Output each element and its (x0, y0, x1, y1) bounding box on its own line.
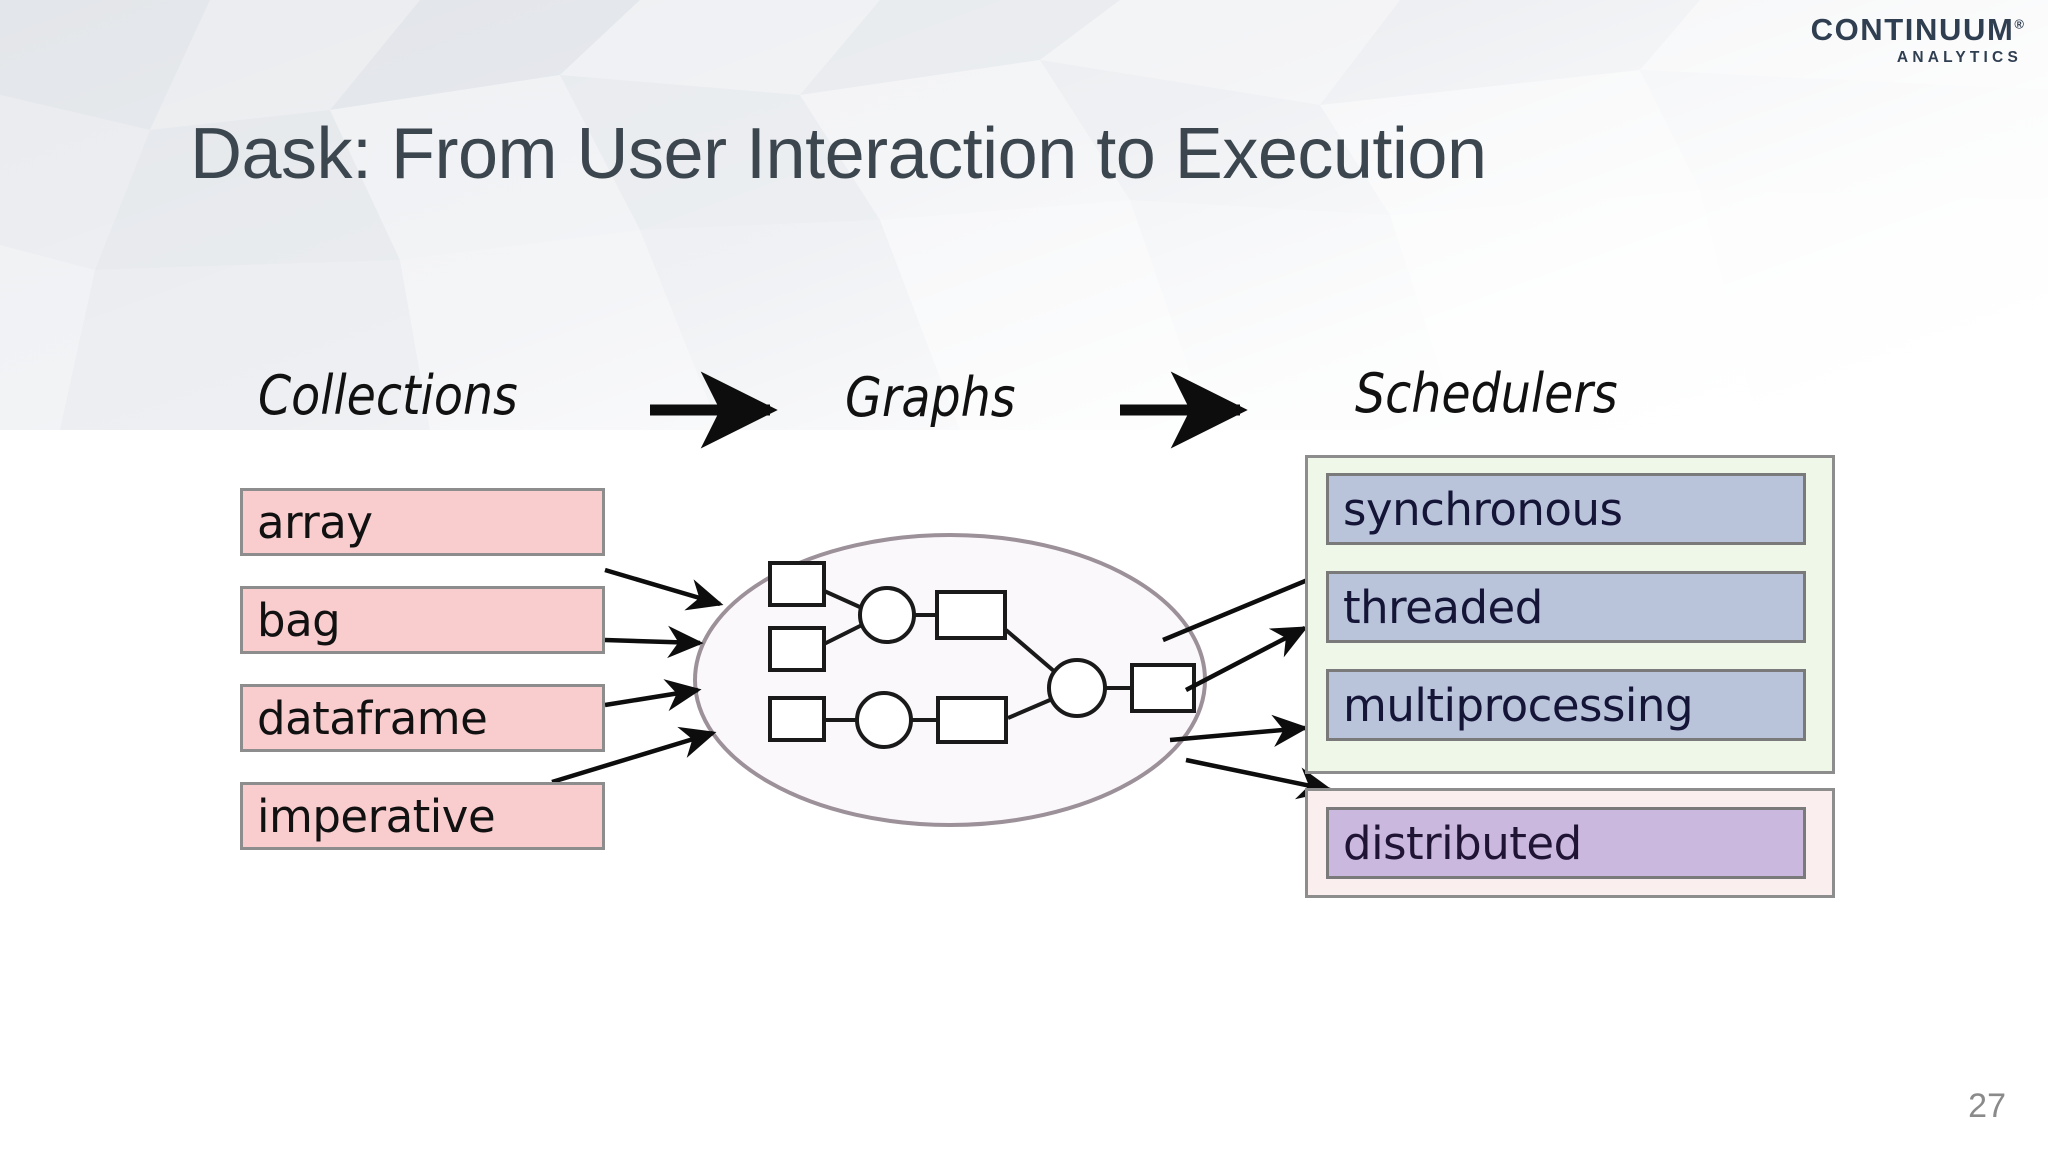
collection-label: dataframe (257, 691, 488, 745)
graph-node-square-out-0 (1130, 663, 1196, 713)
collection-box-bag[interactable]: bag (240, 586, 605, 654)
collection-box-array[interactable]: array (240, 488, 605, 556)
graph-node-square-in-2 (768, 696, 826, 742)
graph-node-square-mid-0 (935, 590, 1007, 640)
registered-mark-icon: ® (2014, 16, 2024, 32)
collection-label: bag (257, 593, 341, 647)
stage-label-graphs: Graphs (845, 366, 1016, 429)
stage-label-schedulers: Schedulers (1355, 362, 1618, 425)
graph-node-square-in-0 (768, 561, 826, 607)
graph-node-square-mid-1 (936, 696, 1008, 744)
connectors-collections-to-graph (551, 567, 724, 785)
logo-word-text: CONTINUUM (1810, 12, 2015, 47)
scheduler-label: multiprocessing (1343, 678, 1694, 732)
scheduler-label: threaded (1343, 580, 1543, 634)
page-title: Dask: From User Interaction to Execution (190, 114, 1487, 194)
collection-label: array (257, 495, 373, 549)
graph-nodes (768, 561, 1196, 749)
logo-wordmark: CONTINUUM® (1811, 14, 2024, 45)
graph-node-square-in-1 (768, 626, 826, 672)
collection-box-imperative[interactable]: imperative (240, 782, 605, 850)
scheduler-box-multiprocessing[interactable]: multiprocessing (1326, 669, 1806, 741)
graph-node-circle-op-1 (855, 691, 913, 749)
collection-label: imperative (257, 789, 496, 843)
page-number: 27 (1968, 1087, 2006, 1125)
scheduler-label: synchronous (1343, 482, 1623, 536)
graph-node-circle-op-0 (858, 586, 916, 644)
scheduler-box-synchronous[interactable]: synchronous (1326, 473, 1806, 545)
scheduler-box-distributed[interactable]: distributed (1326, 807, 1806, 879)
collection-box-dataframe[interactable]: dataframe (240, 684, 605, 752)
distributed-group-container: distributed (1305, 788, 1835, 898)
continuum-analytics-logo: CONTINUUM® ANALYTICS (1811, 14, 2024, 66)
graph-edges (821, 588, 1132, 722)
distributed-label: distributed (1343, 816, 1582, 870)
stage-label-collections: Collections (258, 364, 518, 427)
scheduler-box-threaded[interactable]: threaded (1326, 571, 1806, 643)
graph-node-circle-op-2 (1047, 658, 1107, 718)
scheduler-group-container: synchronous threaded multiprocessing (1305, 455, 1835, 774)
logo-subtitle: ANALYTICS (1896, 49, 2022, 66)
